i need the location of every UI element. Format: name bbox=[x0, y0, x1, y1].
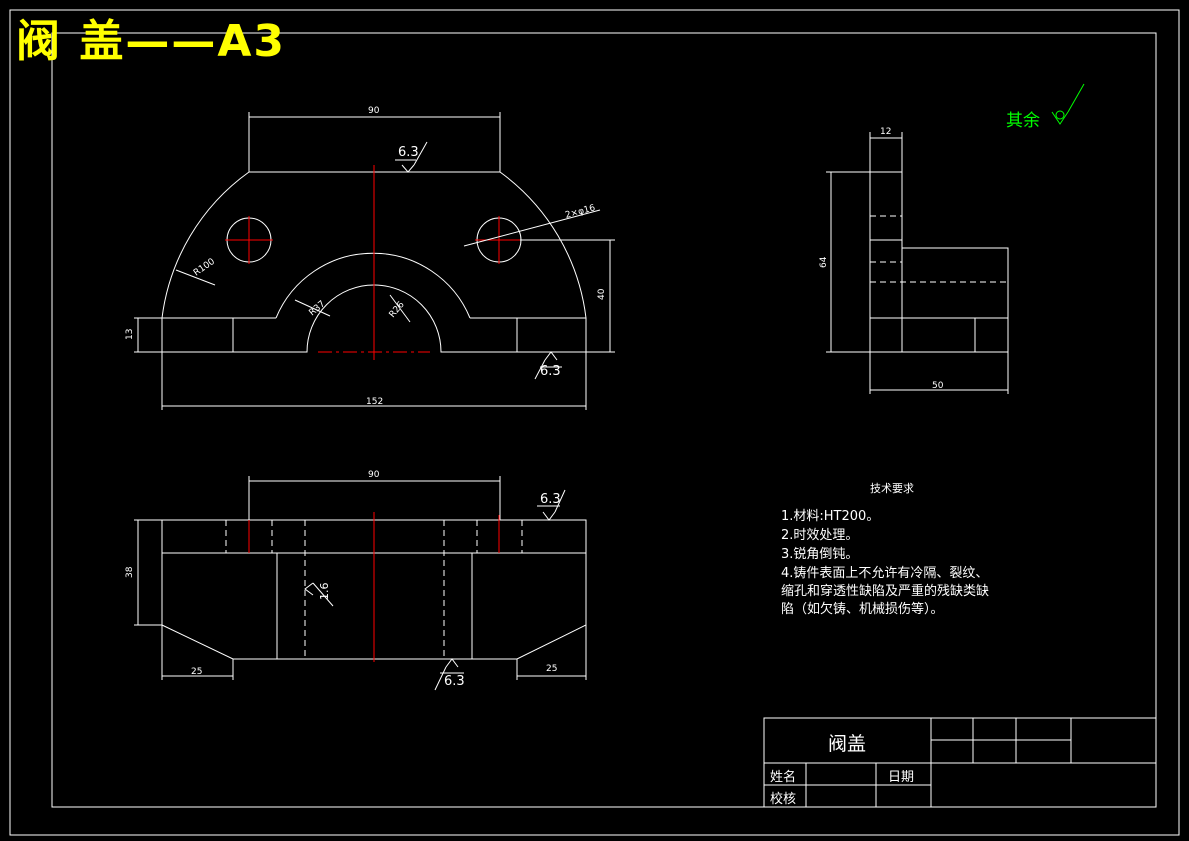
dim-side-height-64: 64 bbox=[819, 256, 829, 268]
dim-radius-bore: R26 bbox=[388, 300, 407, 320]
title-block-check-label: 校核 bbox=[770, 792, 797, 807]
tech-item: 4.铸件表面上不允许有冷隔、裂纹、 bbox=[781, 566, 989, 581]
dim-side-width-50: 50 bbox=[932, 381, 944, 391]
page-title: 阀 盖——A3 bbox=[16, 16, 286, 67]
dim-holes: 2×φ16 bbox=[564, 203, 596, 221]
title-block bbox=[763, 717, 1157, 808]
dim-chamfer-left: 25 bbox=[191, 667, 202, 677]
title-block-part-name: 阀盖 bbox=[828, 733, 867, 755]
dim-height-38: 38 bbox=[125, 566, 135, 578]
title-block-date-label: 日期 bbox=[888, 770, 915, 785]
tech-item: 缩孔和穿透性缺陷及严重的残缺类缺 bbox=[781, 584, 990, 599]
tech-item: 陷（如欠铸、机械损伤等）。 bbox=[781, 602, 944, 617]
tech-item: 1.材料:HT200。 bbox=[781, 509, 880, 524]
top-view-dimensions bbox=[134, 112, 615, 410]
dim-roughness-front-top: 6.3 bbox=[540, 492, 561, 507]
inner-border bbox=[51, 32, 1157, 808]
dim-height-40: 40 bbox=[597, 288, 607, 300]
dim-roughness-right: 6.3 bbox=[540, 364, 561, 379]
front-view-dimensions bbox=[134, 476, 587, 691]
dim-roughness-bottom: 6.3 bbox=[444, 674, 465, 689]
top-view-centerlines bbox=[225, 165, 523, 360]
tech-item: 2.时效处理。 bbox=[781, 528, 859, 543]
dim-top-width: 90 bbox=[368, 106, 380, 116]
dim-height-13: 13 bbox=[125, 329, 135, 340]
dim-radius-outer: R100 bbox=[192, 257, 217, 279]
dim-overall-width: 152 bbox=[366, 397, 383, 407]
side-view bbox=[869, 171, 1009, 353]
side-view-dimensions bbox=[826, 132, 1009, 394]
dim-front-top-width: 90 bbox=[368, 470, 380, 480]
front-view-centerlines bbox=[248, 512, 500, 662]
dim-bore-note: 1.6 bbox=[318, 583, 331, 601]
title-block-name-label: 姓名 bbox=[770, 770, 797, 785]
dim-chamfer-right: 25 bbox=[546, 664, 557, 674]
dim-side-width-12: 12 bbox=[880, 127, 891, 137]
outer-border bbox=[9, 9, 1180, 836]
tech-requirements-title: 技术要求 bbox=[870, 482, 914, 495]
tech-item: 3.锐角倒钝。 bbox=[781, 547, 859, 562]
dim-roughness-top: 6.3 bbox=[398, 145, 419, 160]
roughness-check-icon bbox=[1051, 83, 1085, 125]
roughness-note: 其余 bbox=[1006, 111, 1040, 131]
